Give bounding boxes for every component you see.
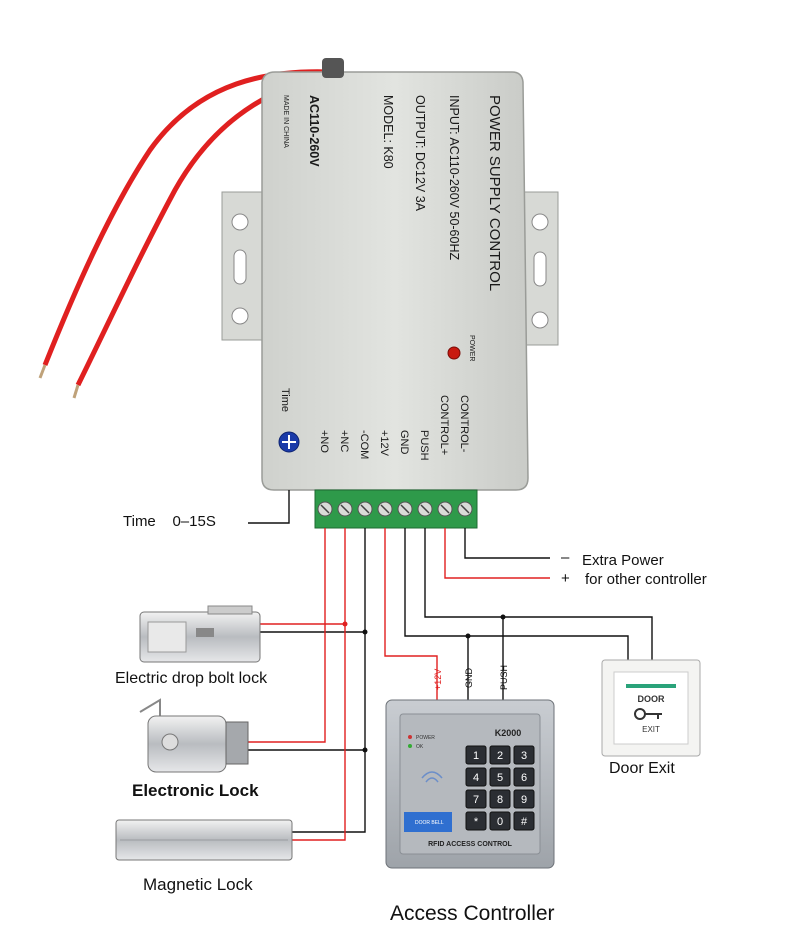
wire-label-12v: +12V bbox=[433, 669, 443, 690]
terminal-screw-slot bbox=[460, 504, 470, 514]
psu-ac-range: AC110-260V bbox=[307, 95, 321, 167]
terminal-label: -COM bbox=[358, 430, 370, 459]
door-button-bottom-text: EXIT bbox=[642, 725, 660, 734]
electronic-lock bbox=[139, 698, 249, 773]
magnetic-lock bbox=[115, 819, 293, 861]
keypad-key bbox=[489, 789, 511, 809]
keypad-model: K2000 bbox=[495, 728, 522, 738]
rfid-wave-icon bbox=[421, 771, 443, 783]
keypad-key-label: 7 bbox=[473, 794, 479, 806]
power-supply-unit bbox=[221, 58, 559, 529]
keypad-key bbox=[465, 745, 487, 765]
wiring bbox=[238, 490, 653, 841]
extra-power-minus: – bbox=[561, 549, 570, 566]
door-exit-button: DOOR EXIT bbox=[601, 659, 701, 757]
terminal-screw-slot bbox=[380, 504, 390, 514]
extra-power-plus: + bbox=[561, 570, 570, 587]
psu-label-text: POWER SUPPLY CONTROL INPUT: AC110-260V 5… bbox=[279, 95, 503, 461]
wire-label-gnd: GND bbox=[464, 668, 474, 689]
terminal-screw-slot bbox=[440, 504, 450, 514]
keypad-key bbox=[489, 745, 511, 765]
electronic-lock-label: Electronic Lock bbox=[132, 781, 259, 800]
access-controller-label: Access Controller bbox=[390, 902, 555, 925]
keypad-key bbox=[489, 767, 511, 787]
psu-input-spec: INPUT: AC110-260V 50-60HZ bbox=[447, 95, 461, 260]
keypad-key bbox=[513, 767, 535, 787]
keypad-footer: RFID ACCESS CONTROL bbox=[428, 841, 512, 848]
door-button-top-text: DOOR bbox=[638, 694, 666, 704]
keypad-power-led: POWER bbox=[416, 735, 435, 741]
keypad-ok-led: OK bbox=[416, 744, 424, 750]
terminal-label: +12V bbox=[378, 430, 390, 457]
door-bell-button bbox=[404, 812, 452, 832]
terminal-label: CONTROL+ bbox=[438, 395, 450, 455]
keypad-key bbox=[513, 745, 535, 765]
keypad-key bbox=[489, 811, 511, 831]
keypad-key bbox=[513, 789, 535, 809]
keypad-key bbox=[465, 811, 487, 831]
terminal-label: CONTROL- bbox=[458, 395, 470, 453]
extra-power-label: Extra Power bbox=[582, 552, 664, 569]
keypad-key bbox=[513, 811, 535, 831]
for-other-controller-label: for other controller bbox=[585, 571, 707, 588]
psu-title: POWER SUPPLY CONTROL bbox=[486, 95, 503, 291]
keypad-key-label: 3 bbox=[521, 750, 527, 762]
time-range-label: Time 0–15S bbox=[123, 513, 216, 530]
keypad-key-label: 9 bbox=[521, 794, 527, 806]
keypad-key bbox=[465, 767, 487, 787]
terminal-screw-slot bbox=[400, 504, 410, 514]
key-icon bbox=[634, 708, 662, 720]
keypad-key-label: 8 bbox=[497, 794, 503, 806]
keypad-key bbox=[465, 789, 487, 809]
psu-made-in: MADE IN CHINA bbox=[282, 95, 289, 148]
keypad-key-label: * bbox=[474, 816, 479, 828]
psu-model: MODEL: K80 bbox=[381, 95, 395, 169]
electric-drop-bolt-lock bbox=[139, 605, 261, 663]
wire-label-push: PUSH bbox=[499, 665, 509, 690]
psu-power-led-label: POWER bbox=[468, 335, 475, 361]
terminal-label: PUSH bbox=[418, 430, 430, 461]
drop-bolt-lock-label: Electric drop bolt lock bbox=[115, 670, 268, 687]
terminal-label: GND bbox=[398, 430, 410, 455]
keypad-key-label: 2 bbox=[497, 750, 503, 762]
door-bell-label: DOOR BELL bbox=[415, 820, 444, 826]
terminal-screw-slot bbox=[320, 504, 330, 514]
keypad-key-label: 1 bbox=[473, 750, 479, 762]
terminal-label: +NC bbox=[338, 430, 350, 452]
keypad-key-label: # bbox=[521, 816, 528, 828]
psu-output-spec: OUTPUT: DC12V 3A bbox=[413, 95, 427, 212]
psu-time-label: Time bbox=[279, 388, 291, 412]
terminal-screw-slot bbox=[360, 504, 370, 514]
access-controller-keypad: K2000 POWER OK DOOR BELL 1 2 3 4 5 6 7 8 9 * 0 # RF… bbox=[385, 699, 555, 869]
magnetic-lock-label: Magnetic Lock bbox=[143, 875, 253, 894]
terminal-screw-slot bbox=[340, 504, 350, 514]
power-led bbox=[447, 346, 461, 360]
keypad-key-label: 5 bbox=[497, 772, 503, 784]
terminal-label: +NO bbox=[318, 430, 330, 453]
terminal-screw-slot bbox=[420, 504, 430, 514]
keypad-key-label: 6 bbox=[521, 772, 527, 784]
door-exit-label: Door Exit bbox=[609, 760, 675, 777]
keypad-key-label: 4 bbox=[473, 772, 479, 784]
keypad-key-label: 0 bbox=[497, 816, 503, 828]
